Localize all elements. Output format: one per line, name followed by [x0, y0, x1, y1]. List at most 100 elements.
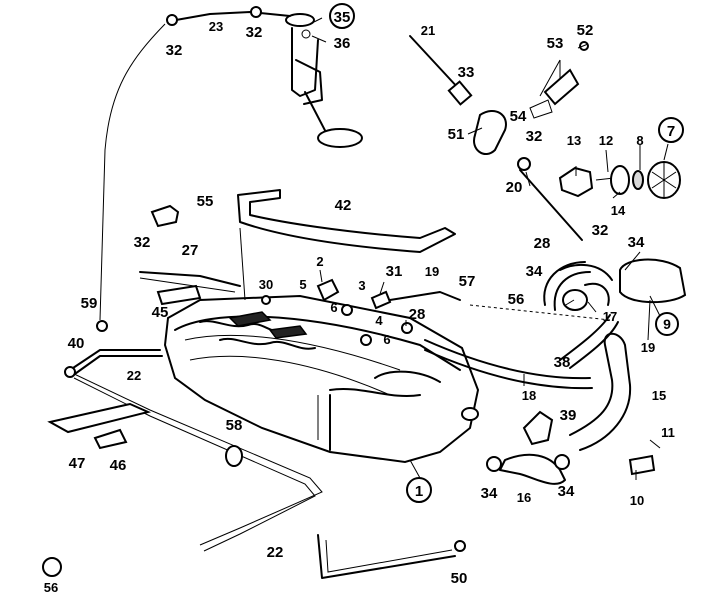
clamp-34-d [554, 454, 570, 470]
bolt-50 [454, 540, 466, 552]
fuel-line-main [69, 371, 323, 546]
callout-56b: 56 [44, 580, 58, 592]
clamp-10 [628, 454, 656, 476]
fuel-line-22-upper-b [71, 355, 163, 377]
callout-23: 23 [209, 19, 223, 34]
callout-22b: 22 [267, 544, 284, 561]
vent-clip-32b [250, 6, 262, 18]
callout-54: 54 [510, 108, 527, 125]
plate-47 [47, 402, 152, 434]
callout-5: 5 [299, 277, 306, 292]
callout-15: 15 [652, 388, 666, 403]
callout-1-ring [406, 477, 432, 503]
callout-22a: 22 [127, 368, 141, 383]
callout-40: 40 [68, 335, 85, 352]
callout-18: 18 [522, 388, 536, 403]
callout-35: 35 [334, 9, 351, 26]
hose-38-b [569, 321, 619, 369]
callout-2: 2 [316, 254, 323, 269]
callout-33: 33 [458, 64, 475, 81]
vent-hose-18-b [424, 349, 593, 390]
callout-20: 20 [506, 179, 523, 196]
callout-32e: 32 [134, 234, 151, 251]
callout-28a: 28 [534, 235, 551, 252]
vent-line-23 [175, 11, 291, 21]
hose-34-upper-b [553, 271, 591, 311]
valve-group [261, 278, 413, 346]
callout-34a: 34 [628, 234, 645, 251]
bracket-50-b [325, 539, 453, 573]
callout-34b: 34 [526, 263, 543, 280]
vent-hose-18 [424, 339, 591, 380]
callout-35-ring [329, 3, 355, 29]
callout-10: 10 [630, 493, 644, 508]
fuel-line-22-upper [69, 349, 161, 371]
callout-14: 14 [611, 203, 626, 218]
plate-45 [156, 284, 202, 306]
callout-39: 39 [560, 407, 577, 424]
filler-assembly [409, 35, 589, 241]
fuel-tank [163, 294, 480, 464]
callout-42: 42 [335, 197, 352, 214]
callout-32c: 32 [526, 128, 543, 145]
callout-57: 57 [459, 273, 476, 290]
callout-6b: 6 [383, 332, 390, 347]
callout-7: 7 [667, 123, 675, 140]
callout-47: 47 [69, 455, 86, 472]
hose-15 [569, 332, 632, 451]
callout-19a: 19 [425, 264, 439, 279]
frame-bar [237, 189, 456, 253]
callout-11: 11 [661, 425, 675, 440]
hose-34-upper [543, 261, 586, 306]
bracket-46 [93, 428, 128, 450]
callout-27: 27 [182, 242, 199, 259]
grommet-58 [225, 445, 243, 467]
callout-34c: 34 [481, 485, 498, 502]
grommet-56 [42, 557, 62, 577]
callout-9-ring [655, 312, 679, 336]
callout-55: 55 [197, 193, 214, 210]
callout-1: 1 [415, 483, 423, 500]
clip-40 [64, 366, 76, 378]
callout-52: 52 [577, 22, 594, 39]
callout-59: 59 [81, 295, 98, 312]
vent-tube-left [99, 23, 166, 321]
callout-50: 50 [451, 570, 468, 587]
dashed-run [469, 304, 611, 321]
callout-13: 13 [567, 133, 581, 148]
callout-58: 58 [226, 417, 243, 434]
fuel-pump-assembly [559, 258, 687, 311]
callout-17: 17 [603, 309, 617, 324]
callout-9: 9 [663, 316, 671, 332]
callout-38: 38 [554, 354, 571, 371]
pipe-27-b [139, 277, 236, 293]
callout-34d: 34 [558, 483, 575, 500]
callout-30: 30 [259, 277, 273, 292]
callout-16: 16 [517, 490, 531, 505]
pipe-27 [139, 271, 241, 287]
leader-lines [239, 17, 669, 480]
callout-51: 51 [448, 126, 465, 143]
hose-38 [559, 314, 611, 361]
filler-cap-parts [558, 161, 681, 199]
callout-36: 36 [334, 35, 351, 52]
callout-32a: 32 [166, 42, 183, 59]
pipe-19 [389, 291, 461, 301]
callout-8: 8 [636, 133, 643, 148]
callout-32b: 32 [246, 24, 263, 41]
fuel-sending-unit [285, 13, 363, 148]
hose-16 [499, 453, 566, 485]
callout-12: 12 [599, 133, 613, 148]
callout-labels: 23 32 32 35 36 21 52 53 33 54 51 32 13 1… [44, 3, 684, 592]
cup-39 [522, 410, 554, 446]
callout-3: 3 [358, 278, 365, 293]
callout-28b: 28 [409, 306, 426, 323]
bracket-55 [150, 204, 180, 228]
callout-46: 46 [110, 457, 127, 474]
callout-21: 21 [421, 23, 435, 38]
callout-53: 53 [547, 35, 564, 52]
bracket-50 [317, 534, 456, 579]
callout-4: 4 [375, 313, 383, 328]
callout-32d: 32 [592, 222, 609, 239]
